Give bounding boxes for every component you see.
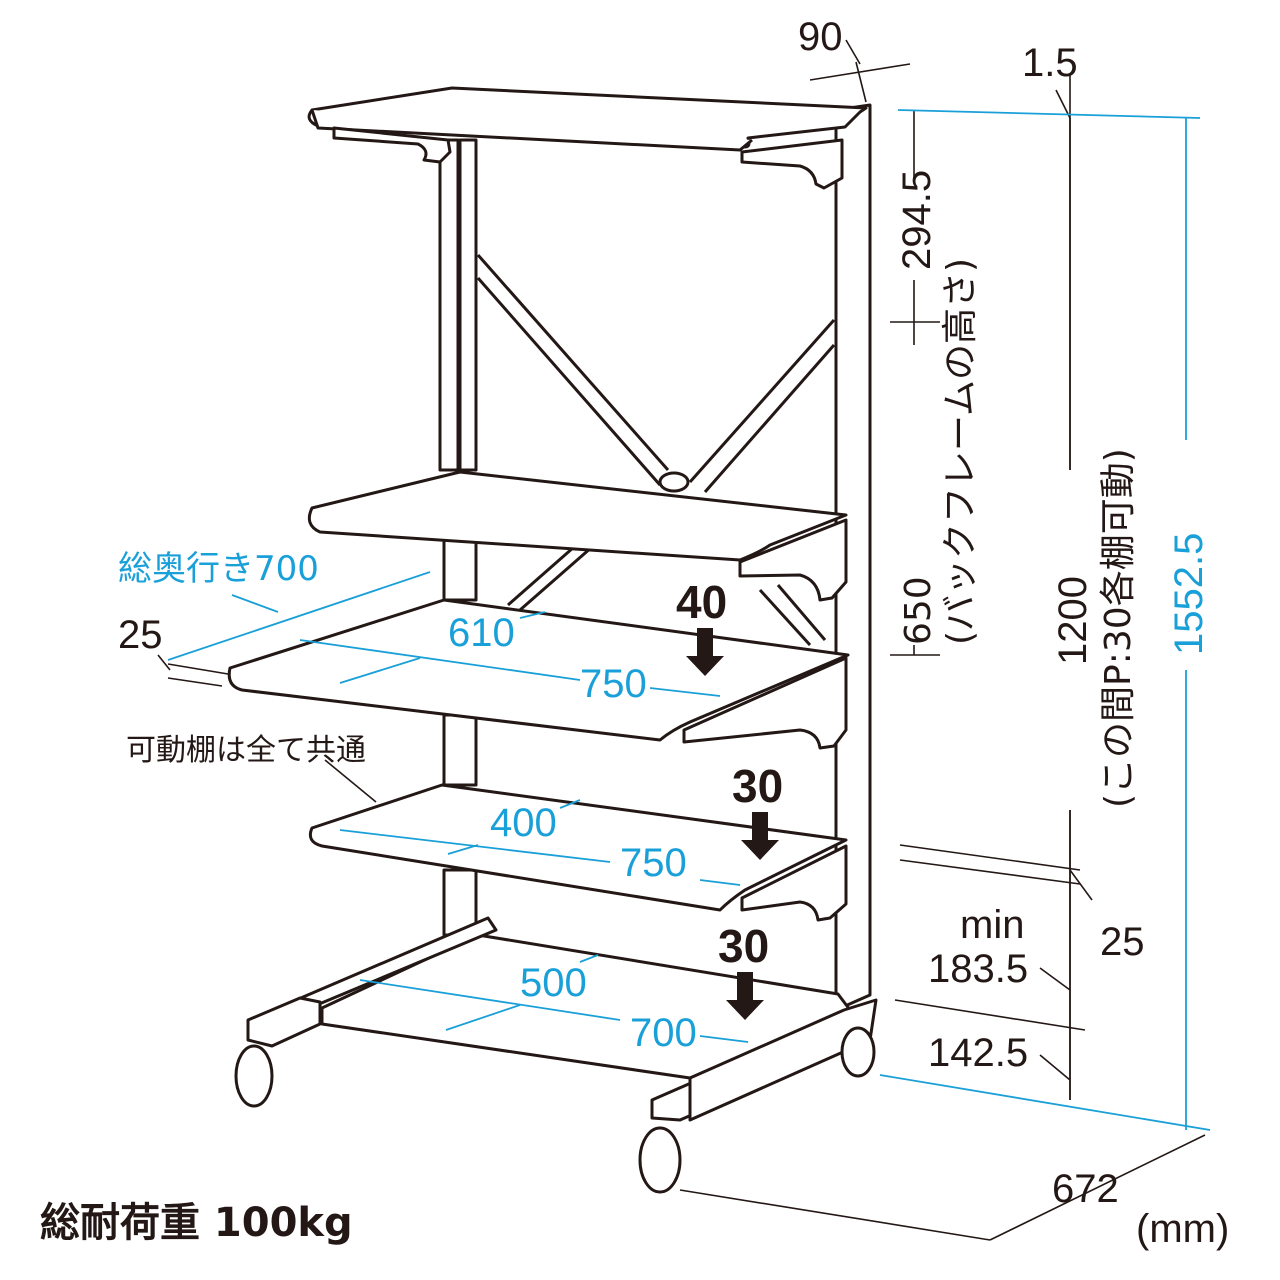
- cross-brace-c: [507, 538, 601, 612]
- common-shelf-note: 可動棚は全て共通: [126, 733, 366, 768]
- wheel-front-left: [234, 1044, 274, 1108]
- back-frame-height-note: (バックフレームの高さ): [940, 258, 981, 645]
- left-post-inner: [458, 138, 478, 472]
- shelf-load-bottom: 30: [718, 920, 769, 972]
- shelf-5-width: 700: [630, 1011, 697, 1055]
- shelf-4-depth: 400: [490, 801, 557, 845]
- left-post-mid: [442, 538, 478, 602]
- shelf-3: [227, 598, 850, 742]
- dim-top-offset: 1.5: [1022, 41, 1078, 85]
- down-arrow-icon: [726, 972, 764, 1020]
- shelf-load-middle: 30: [732, 760, 783, 812]
- left-post: [438, 138, 460, 472]
- shelf-4-width: 750: [620, 841, 687, 885]
- dim-front-lip: 25: [118, 613, 163, 657]
- rack-frame: [227, 86, 878, 1194]
- dimension-lines-blue: [167, 109, 1211, 1131]
- dim-adjustable-range: 1200: [1051, 576, 1095, 665]
- back-frame-height-label: 650: [898, 576, 939, 645]
- dim-side-gap: 25: [1100, 920, 1145, 964]
- shelf-3-width: 750: [580, 662, 647, 706]
- dim-min-label: min: [960, 903, 1024, 947]
- dim-top-section: 294.5: [895, 170, 939, 270]
- dim-base-depth: 672: [1052, 1167, 1119, 1211]
- total-depth-label: 総奥行き700: [118, 549, 319, 589]
- shelf-3-bracket: [682, 656, 848, 750]
- cross-brace-a: [476, 254, 670, 486]
- brace-joint: [658, 471, 690, 493]
- total-load-label: 総耐荷重 100kg: [40, 1200, 353, 1246]
- adjustable-note: (この間P:30各棚可動): [1098, 448, 1139, 808]
- base-right-rail: [688, 998, 878, 1122]
- shelf-5-depth: 500: [520, 961, 587, 1005]
- cross-brace-d: [758, 584, 827, 647]
- shelf-load-upper: 40: [676, 576, 727, 628]
- top-shelf-bracket-right: [740, 138, 844, 190]
- dim-top-thickness: 90: [798, 15, 843, 59]
- left-post-low: [442, 713, 478, 787]
- down-arrow-icon: [686, 628, 724, 676]
- wheel-rear-right: [840, 1026, 876, 1078]
- cross-brace-b: [688, 319, 836, 493]
- labels: 90 1.5 294.5 650 (バックフレームの高さ) 1200 (この間P…: [40, 15, 1229, 1251]
- down-arrow-icon: [741, 812, 779, 860]
- load-arrows: [686, 628, 779, 1020]
- shelf-3-depth: 610: [448, 611, 515, 655]
- dim-total-height: 1552.5: [1167, 533, 1211, 655]
- shelf-4-bracket: [740, 844, 848, 922]
- shelf-4: [308, 783, 848, 912]
- top-shelf-bracket-left: [332, 126, 452, 164]
- base-front-left-foot: [246, 996, 322, 1048]
- back-frame-height-value: 650: [898, 576, 939, 645]
- top-shelf-front: [310, 109, 753, 152]
- shelf-2: [307, 470, 848, 562]
- dim-base-height: 142.5: [928, 1031, 1028, 1075]
- unit-label: (mm): [1136, 1207, 1229, 1251]
- dim-min-clearance: 183.5: [928, 947, 1028, 991]
- wheel-front-right: [638, 1126, 682, 1194]
- shelf-2-bracket: [738, 518, 848, 602]
